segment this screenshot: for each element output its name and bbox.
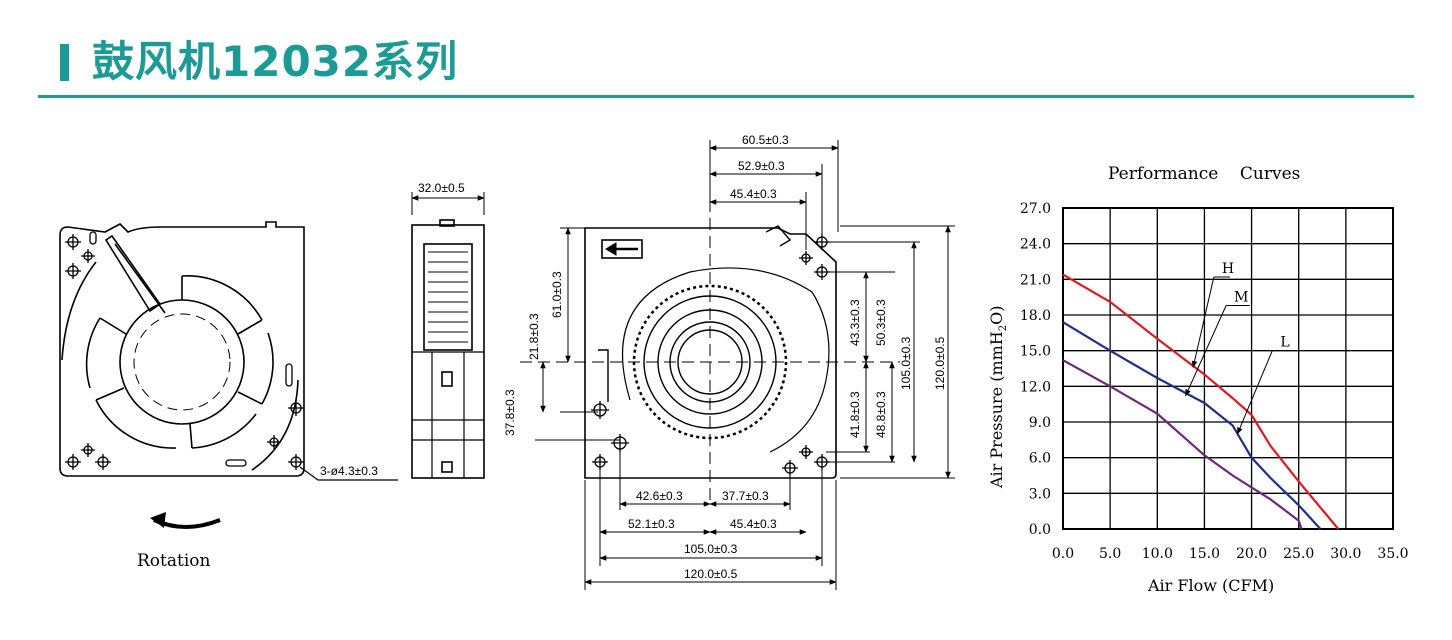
y-tick-label: 12.0 bbox=[1020, 379, 1051, 395]
x-tick-labels: 0.0 5.0 10.0 15.0 20.0 25.0 30.0 35.0 bbox=[1052, 546, 1409, 562]
side-width-label: 32.0±0.5 bbox=[418, 181, 465, 195]
y-tick-label: 0.0 bbox=[1029, 522, 1051, 538]
chart-title: Performance Curves bbox=[1108, 164, 1300, 184]
dim-52-9: 52.9±0.3 bbox=[738, 159, 785, 173]
dim-120-bottom: 120.0±0.5 bbox=[684, 567, 738, 581]
x-tick-label: 25.0 bbox=[1283, 546, 1314, 562]
series-lines bbox=[1062, 273, 1340, 530]
dim-60-5: 60.5±0.3 bbox=[742, 133, 789, 147]
dim-52-1: 52.1±0.3 bbox=[628, 517, 675, 531]
dim-105-right: 105.0±0.3 bbox=[899, 336, 913, 390]
y-tick-label: 9.0 bbox=[1029, 415, 1051, 431]
series-line-L bbox=[1062, 359, 1303, 530]
y-tick-label: 3.0 bbox=[1029, 486, 1051, 502]
dim-37-7: 37.7±0.3 bbox=[722, 489, 769, 503]
y-axis-label: Air Pressure (mmH2O) bbox=[987, 306, 1009, 490]
y-tick-label: 15.0 bbox=[1020, 344, 1051, 360]
dim-120-right: 120.0±0.5 bbox=[933, 336, 947, 390]
dim-50-3: 50.3±0.3 bbox=[874, 299, 888, 346]
x-tick-label: 0.0 bbox=[1052, 546, 1074, 562]
front-view bbox=[59, 221, 398, 481]
title-divider bbox=[38, 95, 1414, 98]
series-line-H bbox=[1062, 273, 1340, 530]
rotation-label: Rotation bbox=[137, 551, 211, 571]
x-axis-label: Air Flow (CFM) bbox=[1147, 576, 1274, 595]
dim-21-8: 21.8±0.3 bbox=[527, 313, 541, 360]
x-tick-label: 20.0 bbox=[1236, 546, 1267, 562]
x-tick-label: 15.0 bbox=[1189, 546, 1220, 562]
y-tick-labels: 0.0 3.0 6.0 9.0 12.0 15.0 18.0 21.0 24.0 27.0 bbox=[1020, 201, 1051, 538]
rotation-arrow-head-icon bbox=[150, 512, 166, 528]
y-tick-label: 24.0 bbox=[1020, 237, 1051, 253]
dim-37-8: 37.8±0.3 bbox=[503, 389, 517, 436]
dim-42-6: 42.6±0.3 bbox=[636, 489, 683, 503]
outline-view bbox=[520, 140, 955, 590]
series-leader-L bbox=[1236, 350, 1273, 435]
performance-chart: Performance Curves 0.0 3.0 6.0 9.0 12.0 15.0 1… bbox=[987, 164, 1409, 595]
page-title: 鼓风机12032系列 bbox=[92, 37, 459, 86]
dim-61-0: 61.0±0.3 bbox=[550, 271, 564, 318]
hole-dimension-label: 3-ø4.3±0.3 bbox=[320, 464, 378, 478]
series-leader-H bbox=[1191, 276, 1215, 368]
series-label-H: H bbox=[1222, 261, 1234, 277]
series-line-M bbox=[1062, 321, 1322, 530]
dim-45-4-top: 45.4±0.3 bbox=[730, 187, 777, 201]
series-label-M: M bbox=[1234, 289, 1248, 305]
series-label-L: L bbox=[1280, 335, 1289, 351]
header: 鼓风机12032系列 bbox=[0, 0, 1452, 100]
y-tick-label: 6.0 bbox=[1029, 451, 1051, 467]
side-view bbox=[411, 192, 485, 479]
dim-48-8: 48.8±0.3 bbox=[874, 391, 888, 438]
dim-45-4-bottom: 45.4±0.3 bbox=[730, 517, 777, 531]
x-tick-label: 30.0 bbox=[1330, 546, 1361, 562]
dim-105-bottom: 105.0±0.3 bbox=[684, 542, 738, 556]
y-tick-label: 18.0 bbox=[1020, 308, 1051, 324]
y-tick-label: 27.0 bbox=[1020, 201, 1051, 217]
title-accent-bar bbox=[60, 44, 69, 81]
series-leader-M bbox=[1185, 305, 1227, 397]
y-tick-label: 21.0 bbox=[1020, 272, 1051, 288]
series-labels: HM L bbox=[1185, 261, 1300, 435]
chart-grid bbox=[1062, 207, 1394, 530]
dim-43-3: 43.3±0.3 bbox=[848, 299, 862, 346]
x-tick-label: 10.0 bbox=[1142, 546, 1173, 562]
x-tick-label: 35.0 bbox=[1377, 546, 1408, 562]
x-tick-label: 5.0 bbox=[1099, 546, 1121, 562]
dim-41-8: 41.8±0.3 bbox=[848, 391, 862, 438]
plot-frame bbox=[1062, 207, 1394, 530]
outline-dimension-labels: 60.5±0.3 52.9±0.3 45.4±0.3 61.0±0.3 21.8… bbox=[503, 133, 947, 581]
